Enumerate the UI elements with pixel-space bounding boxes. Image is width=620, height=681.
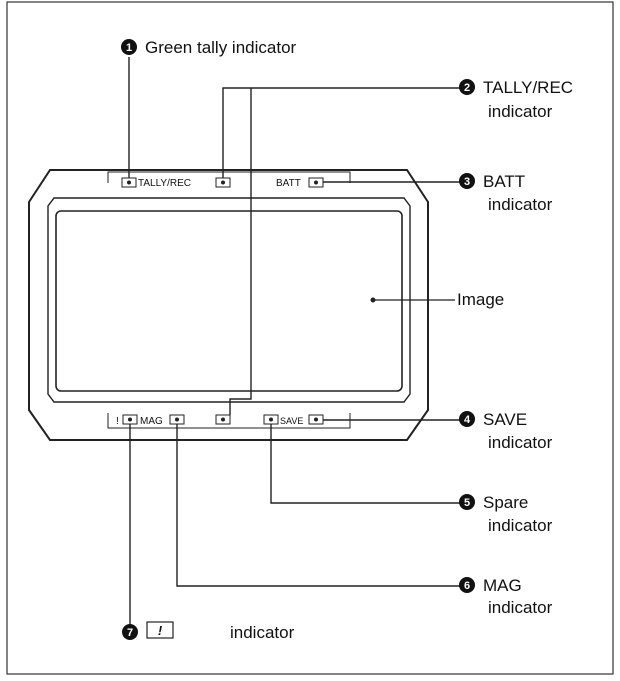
leader-line-5 xyxy=(270,424,460,504)
callout-5-sublabel: indicator xyxy=(488,516,553,535)
callout-2-number-badge xyxy=(459,79,475,95)
green-tally-lamp-dot xyxy=(127,180,131,185)
warning-symbol-icon xyxy=(146,621,174,639)
top-indicator-strip xyxy=(107,171,351,183)
callout-5-number: 5 xyxy=(464,497,470,509)
callout-1-number-badge xyxy=(121,39,137,55)
callout-2-sublabel: indicator xyxy=(488,102,553,121)
screen xyxy=(55,210,403,392)
warning-symbol-glyph: ! xyxy=(158,623,163,638)
callout-5-label: Spare xyxy=(483,493,528,512)
callout-6-sublabel: indicator xyxy=(488,598,553,617)
leader-line-2-bottom xyxy=(229,88,252,415)
callout-7-label: indicator xyxy=(230,623,295,642)
batt-lamp-dot xyxy=(314,180,318,185)
image-label: Image xyxy=(457,290,504,309)
tally-rec-bottom-lamp-dot xyxy=(221,417,225,422)
callout-3-label: BATT xyxy=(483,172,525,191)
callout-4-label: SAVE xyxy=(483,410,527,429)
callout-6-number-badge xyxy=(459,577,475,593)
warning-lamp-dot xyxy=(128,417,132,422)
warning-panel-label: ! xyxy=(116,416,119,427)
leader-line-2-top xyxy=(222,87,460,178)
save-lamp-dot xyxy=(314,417,318,422)
tally-rec-lamp-dot xyxy=(221,180,225,185)
callout-1-label: Green tally indicator xyxy=(145,38,297,57)
callout-1-number: 1 xyxy=(126,42,132,54)
callout-2-number: 2 xyxy=(464,82,470,94)
mag-lamp-dot xyxy=(175,417,179,422)
leader-line-6 xyxy=(176,424,460,587)
screen-bezel xyxy=(47,197,411,403)
callout-6-label: MAG xyxy=(483,576,522,595)
callout-4-number: 4 xyxy=(464,414,471,426)
callout-7-number-badge xyxy=(122,624,138,640)
tally-rec-panel-label: TALLY/REC xyxy=(138,178,191,189)
callout-4-number-badge xyxy=(459,411,475,427)
callout-5-number-badge xyxy=(459,494,475,510)
mag-panel-label: MAG xyxy=(140,416,163,427)
figure-frame xyxy=(6,1,614,675)
callout-4-sublabel: indicator xyxy=(488,433,553,452)
callout-7-number: 7 xyxy=(127,627,133,639)
save-panel-label: SAVE xyxy=(280,416,303,426)
spare-lamp-dot xyxy=(269,417,273,422)
callout-2-label: TALLY/REC xyxy=(483,78,573,97)
callout-3-number: 3 xyxy=(464,176,470,188)
callout-3-number-badge xyxy=(459,173,475,189)
batt-panel-label: BATT xyxy=(276,178,301,189)
callout-3-sublabel: indicator xyxy=(488,195,553,214)
image-leader-dot xyxy=(370,297,376,303)
callout-6-number: 6 xyxy=(464,580,470,592)
